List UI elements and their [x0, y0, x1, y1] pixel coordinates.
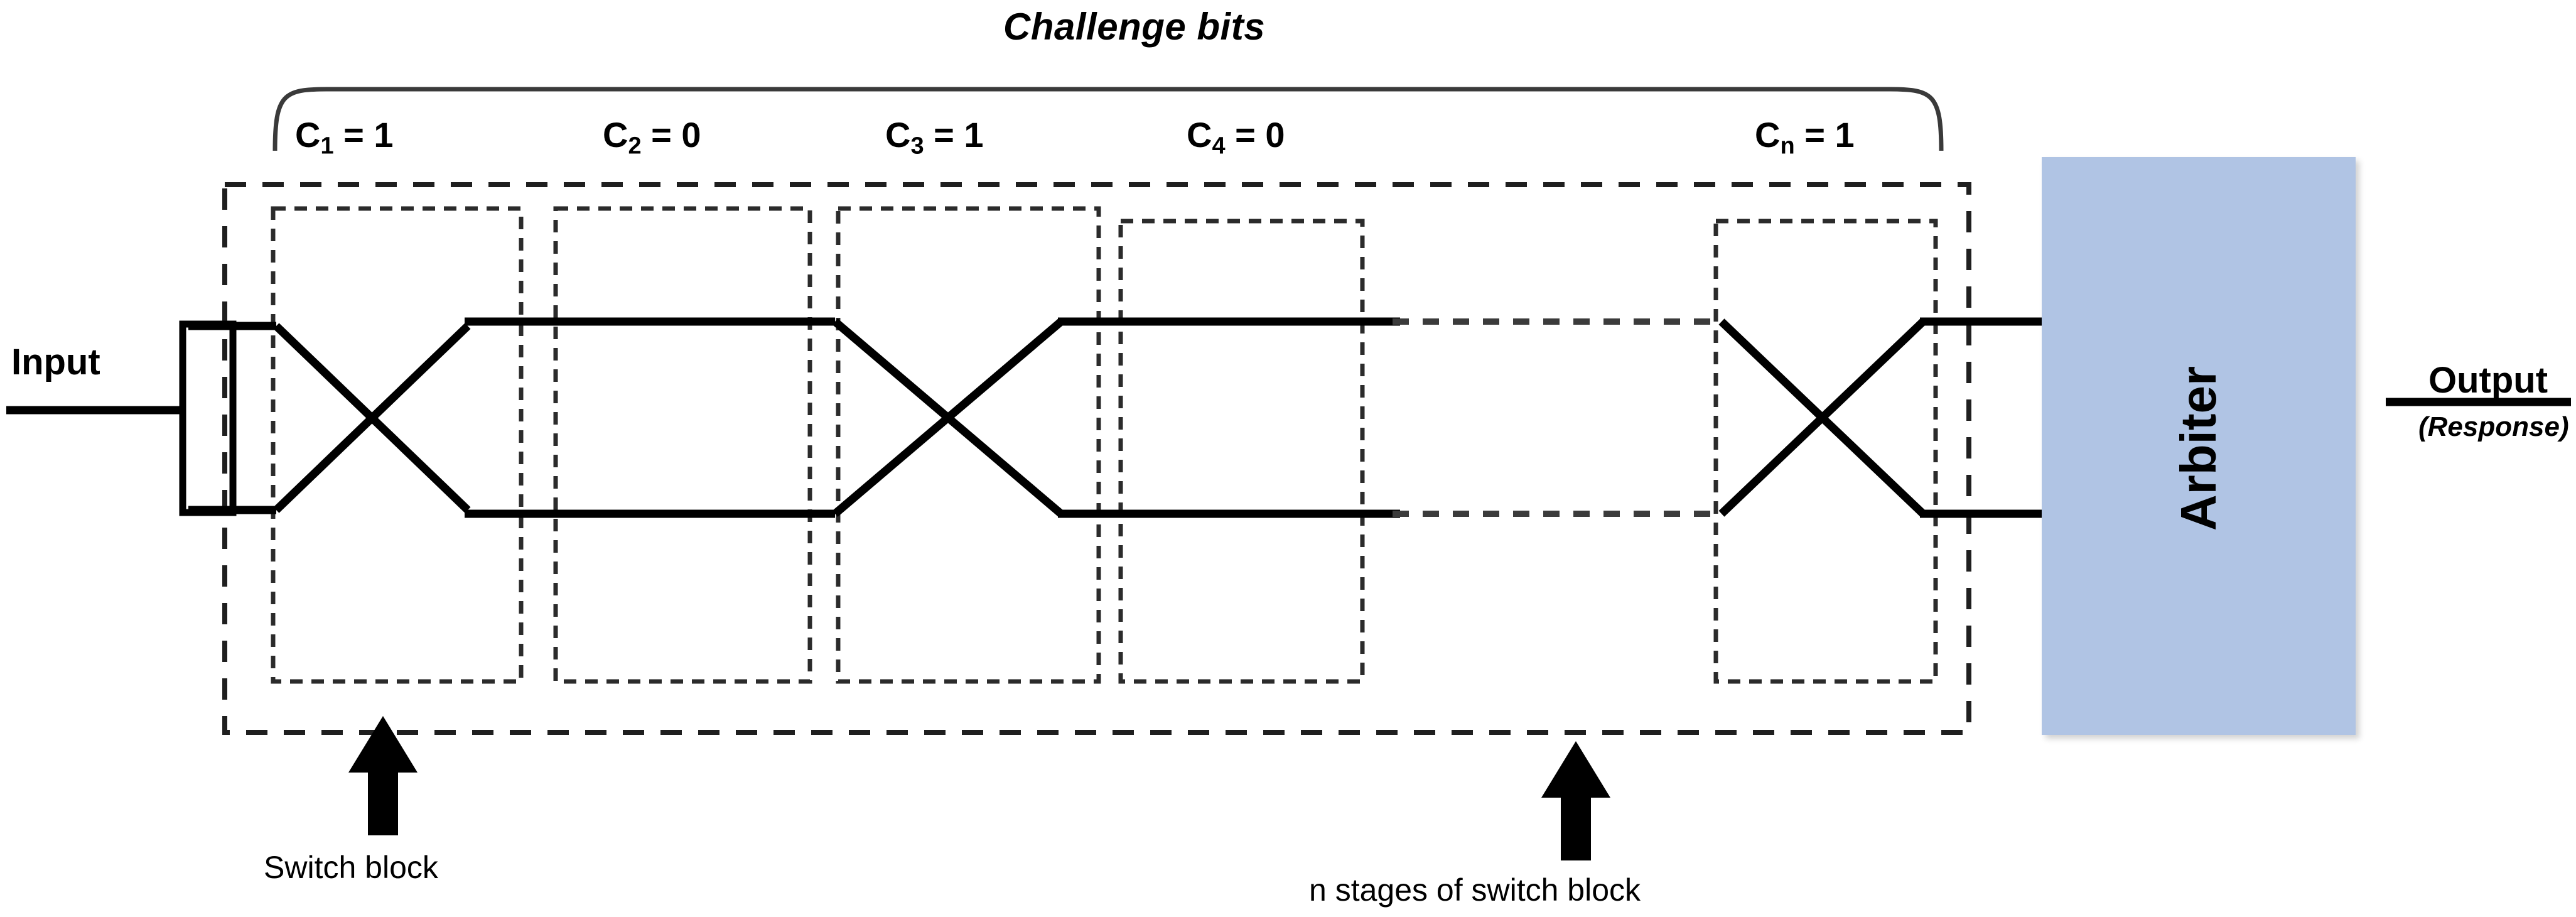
equals-sign-2: = — [651, 115, 672, 155]
equals-sign-n: = — [1804, 115, 1825, 155]
challenge-bit-name-4: C — [1187, 115, 1212, 155]
challenge-bit-value-1: 1 — [374, 115, 394, 155]
switch-block-n — [1713, 219, 1938, 684]
arbiter-block: Arbiter — [2042, 157, 2356, 735]
switch-block-2 — [553, 206, 812, 684]
challenge-bit-label-1: C1 = 1 — [295, 114, 394, 160]
challenge-bit-index-3: 3 — [910, 133, 924, 160]
challenge-bracket — [272, 87, 1944, 151]
challenge-bit-index-2: 2 — [628, 133, 642, 160]
challenge-bit-label-n: Cn = 1 — [1755, 114, 1855, 160]
switch-block-4 — [1118, 219, 1365, 684]
wire-sn-cross-b — [1718, 318, 1926, 517]
challenge-bit-value-3: 1 — [964, 115, 984, 155]
arbiter-label: Arbiter — [2170, 366, 2226, 531]
challenge-bit-index-n: n — [1780, 133, 1795, 160]
challenge-bit-value-n: 1 — [1835, 115, 1855, 155]
challenge-bit-label-4: C4 = 0 — [1187, 114, 1285, 160]
equals-sign-3: = — [934, 115, 954, 155]
challenge-bit-index-1: 1 — [320, 133, 334, 160]
switch-block-caption: Switch block — [264, 850, 438, 885]
switch-block-1 — [271, 206, 524, 684]
output-label: Output — [2428, 360, 2548, 401]
output-sublabel: (Response) — [2418, 411, 2569, 442]
n-stages-caption: n stages of switch block — [1309, 872, 1641, 908]
switch-block-callout-arrow — [348, 716, 418, 835]
challenge-bits-title: Challenge bits — [1003, 6, 1266, 48]
challenge-bit-name-n: C — [1755, 115, 1781, 155]
n-stages-callout-arrow — [1541, 741, 1610, 860]
stages-container-dashed — [222, 182, 1971, 735]
wire-s1-cross-b — [273, 323, 471, 513]
challenge-bit-name-1: C — [295, 115, 321, 155]
equals-sign-4: = — [1235, 115, 1256, 155]
challenge-bit-name-3: C — [885, 115, 911, 155]
challenge-bit-name-2: C — [603, 115, 628, 155]
challenge-bit-value-2: 0 — [681, 115, 701, 155]
switch-block-3 — [836, 206, 1101, 684]
challenge-bit-label-3: C3 = 1 — [885, 114, 984, 160]
challenge-bit-index-4: 4 — [1212, 133, 1226, 160]
challenge-bit-label-2: C2 = 0 — [603, 114, 701, 160]
input-label: Input — [11, 342, 100, 383]
wire-s3-cross-b — [832, 318, 1064, 517]
challenge-bit-value-4: 0 — [1265, 115, 1285, 155]
equals-sign-1: = — [343, 115, 364, 155]
